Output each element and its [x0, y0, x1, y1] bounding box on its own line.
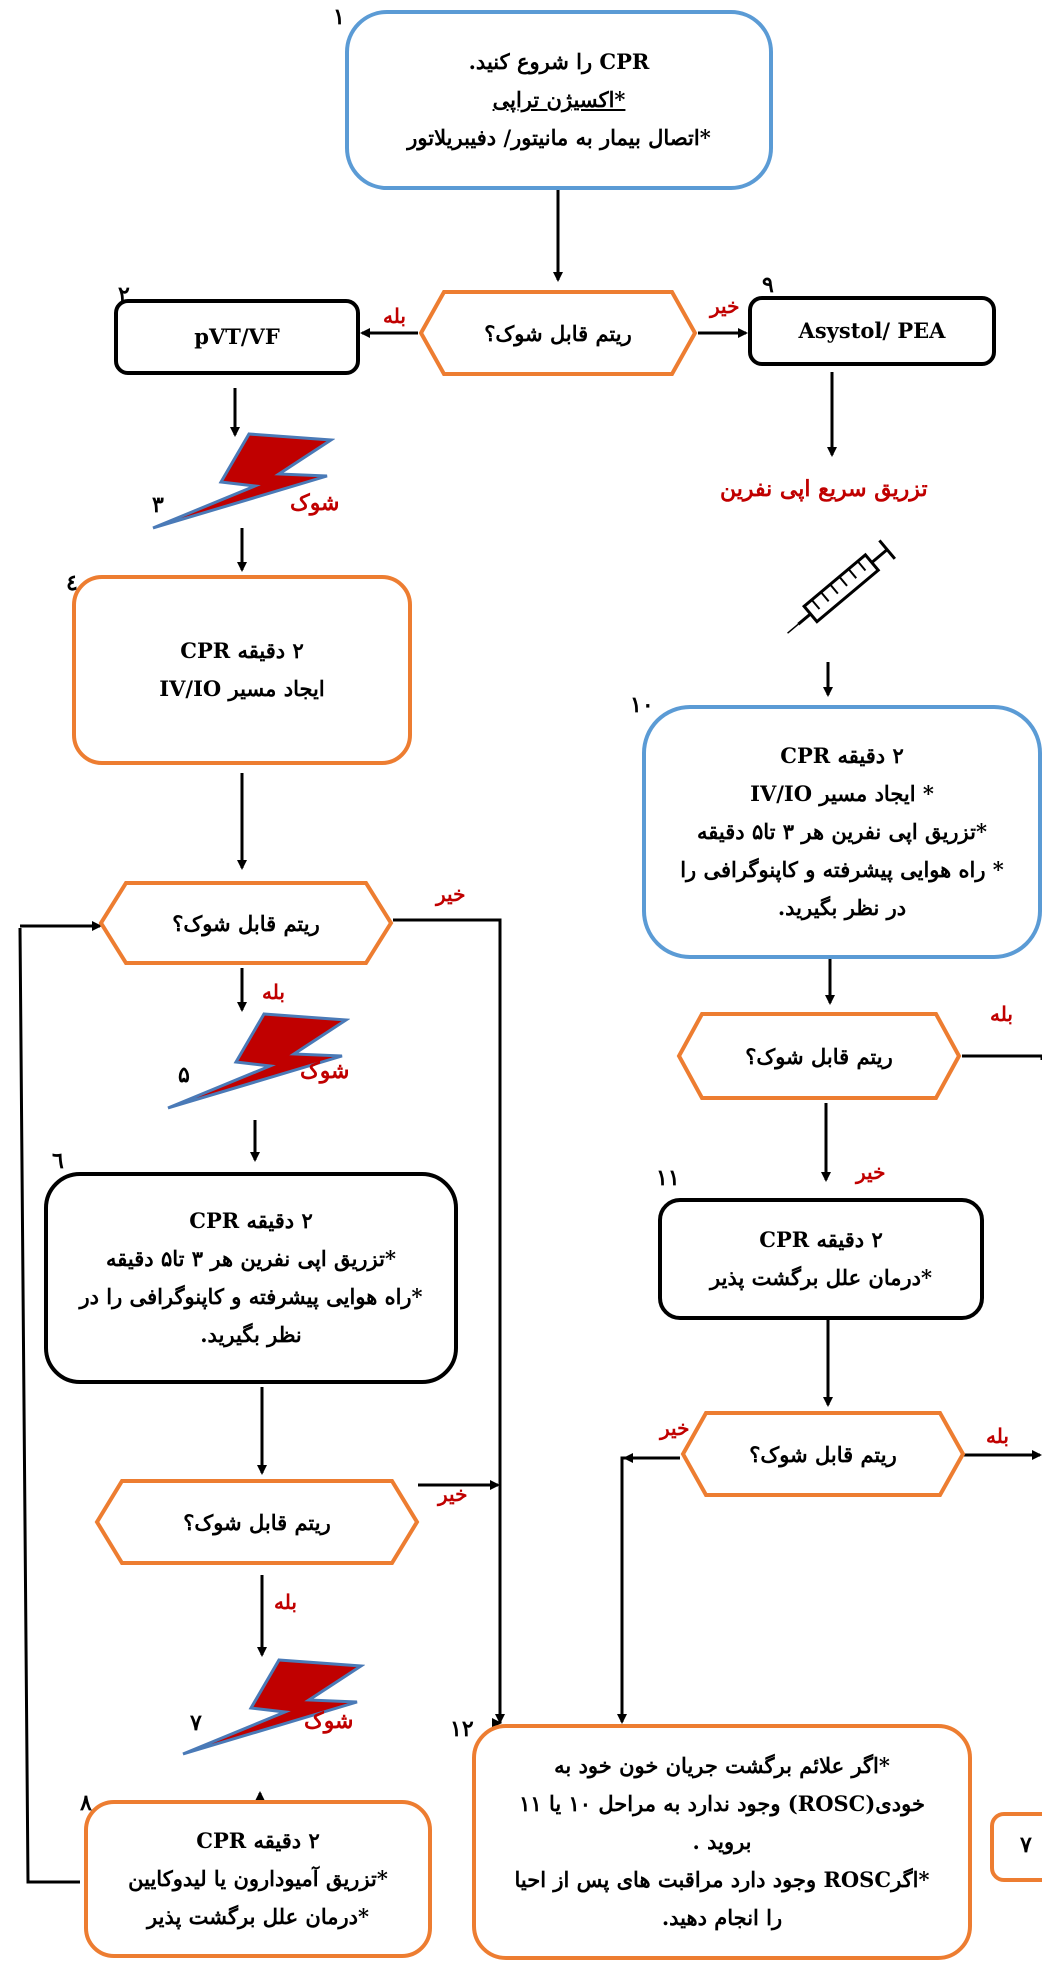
step11-line2: *درمان علل برگشت پذیر [710, 1265, 932, 1290]
step1-line3: *اتصال بیمار به مانیتور/ دفیبریلاتور [407, 125, 711, 150]
step10-line1: ۲ دقیقه CPR [780, 743, 904, 768]
step12-line4: *اگرROSC وجود دارد مراقبت های پس از احیا [514, 1867, 930, 1892]
step6-line4: نظر بگیرید. [200, 1322, 302, 1347]
step10-line2: * ایجاد مسیر IV/IO [750, 781, 934, 806]
step8-line1: ۲ دقیقه CPR [196, 1828, 320, 1853]
step4-line2: ایجاد مسیر IV/IO [159, 676, 325, 701]
cpr-epinephrine-box: ۲ دقیقه CPR * ایجاد مسیر IV/IO *تزریق اپ… [642, 705, 1042, 959]
shock-bolt-icon [167, 1012, 350, 1110]
step12-line1: *اگر علائم برگشت جریان خون خود به [554, 1753, 890, 1778]
decision-shockable-right-1: ریتم قابل شوک؟ [676, 1011, 962, 1101]
step6-line3: *راه هوایی پیشرفته و کاپنوگرافی را در [79, 1284, 423, 1309]
decision-text: ریتم قابل شوک؟ [484, 320, 632, 346]
yes-label: بله [262, 980, 285, 1004]
decision-shockable-left-1: ریتم قابل شوک؟ [98, 880, 394, 966]
step6-line1: ۲ دقیقه CPR [189, 1208, 313, 1233]
cpr-iv-io-box: ۲ دقیقه CPR ایجاد مسیر IV/IO [72, 575, 412, 765]
yes-label: بله [990, 1002, 1013, 1026]
step6-line2: *تزریق اپی نفرین هر ۳ تا۵ دقیقه [106, 1246, 396, 1271]
step7-right-number: ۷ [1020, 1832, 1032, 1858]
step6-number: ٦ [52, 1148, 64, 1174]
partial-step7-box [990, 1812, 1042, 1882]
no-label: خیر [856, 1160, 886, 1184]
no-label: خیر [710, 294, 740, 318]
syringe-icon [787, 539, 896, 634]
yes-label: بله [986, 1424, 1009, 1448]
step8-line3: *درمان علل برگشت پذیر [147, 1904, 369, 1929]
step12-line2: خودی(ROSC) وجود ندارد به مراحل ۱۰ یا ۱۱ [519, 1791, 925, 1816]
step2-number: ۲ [118, 282, 130, 308]
asystole-pea-label: Asystol/ PEA [798, 318, 946, 343]
decision-text: ریتم قابل شوک؟ [183, 1509, 331, 1535]
step10-line4: * راه هوایی پیشرفته و کاپنوگرافی را [680, 857, 1004, 882]
yes-label: بله [383, 304, 406, 328]
step9-number: ۹ [762, 272, 774, 298]
shock-label: شوک [290, 490, 340, 516]
step3-number: ۳ [152, 492, 164, 518]
step8-line2: *تزریق آمیودارون یا لیدوکایین [128, 1866, 388, 1891]
cpr-amiodarone-box: ۲ دقیقه CPR *تزریق آمیودارون یا لیدوکایی… [84, 1800, 432, 1958]
decision-shockable-top: ریتم قابل شوک؟ [418, 289, 698, 377]
step11-line1: ۲ دقیقه CPR [759, 1227, 883, 1252]
step1-line1: CPR را شروع کنید. [468, 49, 650, 74]
pvt-vf-label: pVT/VF [194, 324, 280, 349]
rosc-assessment-box: *اگر علائم برگشت جریان خون خود به خودی(R… [472, 1724, 972, 1960]
step12-line5: را انجام دهید. [661, 1905, 783, 1930]
no-label: خیر [436, 882, 466, 906]
cpr-epinephrine-airway-box: ۲ دقیقه CPR *تزریق اپی نفرین هر ۳ تا۵ دق… [44, 1172, 458, 1384]
asystole-pea-box: Asystol/ PEA [748, 296, 996, 366]
decision-text: ریتم قابل شوک؟ [745, 1043, 893, 1069]
step4-line1: ۲ دقیقه CPR [180, 638, 304, 663]
yes-label: بله [274, 1590, 297, 1614]
shock-bolt-icon [182, 1658, 365, 1756]
no-label: خیر [660, 1416, 690, 1440]
shock-label: شوک [304, 1708, 354, 1734]
pvt-vf-box: pVT/VF [114, 299, 360, 375]
no-label: خیر [438, 1482, 468, 1506]
step1-number: ۱ [333, 4, 345, 30]
step11-number: ۱۱ [656, 1165, 680, 1191]
step10-line3: *تزریق اپی نفرین هر ۳ تا۵ دقیقه [697, 819, 987, 844]
decision-shockable-left-2: ریتم قابل شوک؟ [94, 1478, 420, 1566]
step10-line5: در نظر بگیرید. [777, 895, 907, 920]
step7-number: ۷ [190, 1710, 202, 1736]
cpr-reversible-causes-box: ۲ دقیقه CPR *درمان علل برگشت پذیر [658, 1198, 984, 1320]
step10-number: ۱۰ [630, 692, 654, 718]
step12-line3: بروید . [692, 1829, 752, 1854]
decision-shockable-right-2: ریتم قابل شوک؟ [680, 1410, 966, 1498]
decision-text: ریتم قابل شوک؟ [172, 910, 320, 936]
start-cpr-box: CPR را شروع کنید. *اکسیژن تراپی *اتصال ب… [345, 10, 773, 190]
step4-number: ٤ [66, 570, 78, 596]
shock-label: شوک [300, 1058, 350, 1084]
step12-number: ۱۲ [450, 1716, 474, 1742]
shock-bolt-icon [152, 432, 335, 530]
step8-number: ۸ [80, 1790, 92, 1816]
rapid-epinephrine-label: تزریق سریع اپی نفرین [720, 476, 928, 502]
decision-text: ریتم قابل شوک؟ [749, 1441, 897, 1467]
step1-line2: *اکسیژن تراپی [492, 87, 626, 112]
step5-number: ۵ [178, 1062, 190, 1088]
